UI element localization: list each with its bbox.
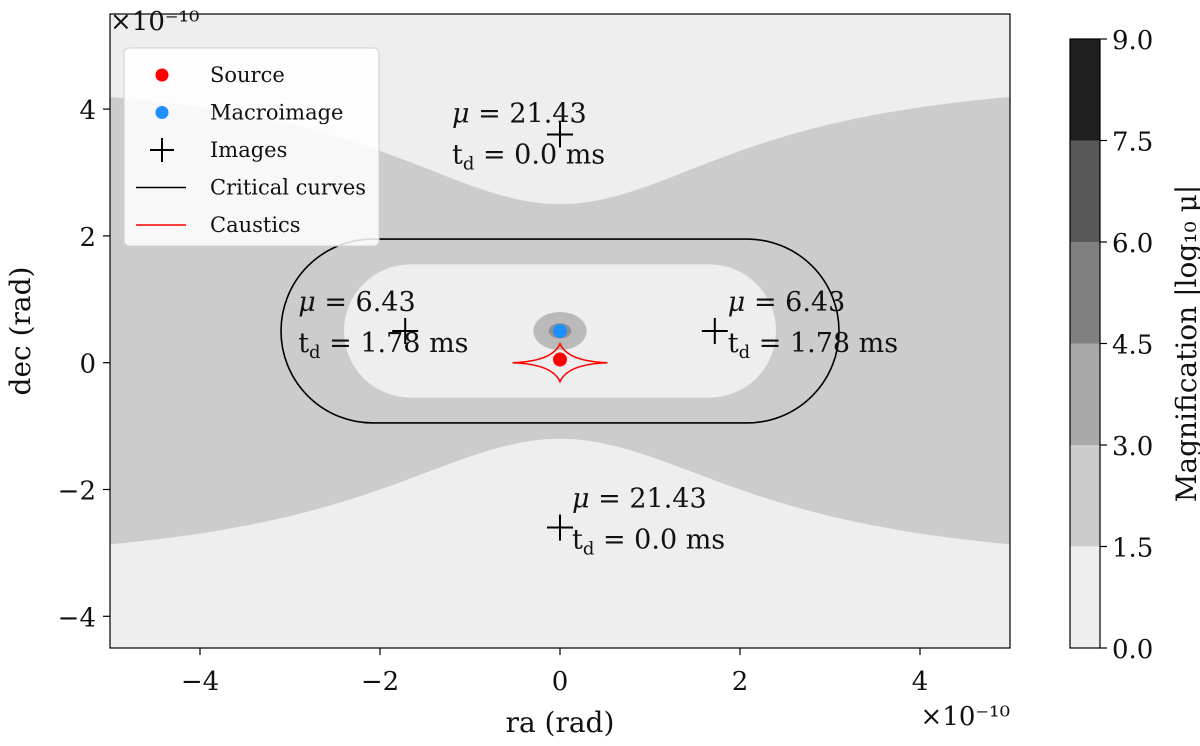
colorbar-tick-label: 0.0 bbox=[1112, 635, 1153, 665]
y-tick-label: 4 bbox=[79, 96, 96, 126]
x-scale-label: ×10⁻¹⁰ bbox=[921, 702, 1010, 732]
y-tick-label: −4 bbox=[58, 603, 96, 633]
colorbar-tick-label: 7.5 bbox=[1112, 128, 1153, 158]
y-scale-label: ×10⁻¹⁰ bbox=[110, 7, 199, 37]
legend-label: Caustics bbox=[210, 213, 301, 237]
image-mu-label: μ = 6.43 bbox=[728, 287, 845, 318]
legend-label: Images bbox=[210, 138, 287, 162]
colorbar-band bbox=[1070, 343, 1100, 445]
colorbar-label: Magnification |log₁₀ μ| bbox=[1170, 185, 1200, 502]
legend-box bbox=[123, 47, 380, 247]
image-td-label: td = 0.0 ms bbox=[572, 525, 725, 560]
x-tick-label: 0 bbox=[552, 667, 569, 697]
colorbar-tick-label: 6.0 bbox=[1112, 229, 1153, 259]
colorbar-tick-label: 9.0 bbox=[1112, 26, 1153, 56]
x-tick-label: −4 bbox=[181, 667, 219, 697]
image-td-label: td = 1.78 ms bbox=[298, 328, 468, 363]
x-tick-label: 2 bbox=[732, 667, 749, 697]
x-axis-label: ra (rad) bbox=[506, 706, 615, 739]
caustic-curve bbox=[512, 341, 608, 384]
colorbar-tick-label: 4.5 bbox=[1112, 331, 1153, 361]
legend-marker bbox=[155, 68, 169, 82]
y-tick-label: −2 bbox=[58, 477, 96, 507]
legend-marker bbox=[155, 106, 169, 119]
colorbar-band bbox=[1070, 242, 1100, 344]
x-tick-label: −2 bbox=[361, 667, 399, 697]
colorbar-band bbox=[1070, 140, 1100, 242]
critical-curve bbox=[280, 238, 840, 424]
colorbar-band bbox=[1070, 546, 1100, 648]
source-point bbox=[553, 352, 567, 367]
colorbar-band bbox=[1070, 445, 1100, 547]
image-mu-label: μ = 6.43 bbox=[298, 287, 415, 318]
plot-area bbox=[110, 14, 1010, 648]
contour-band-level0-bottom bbox=[110, 438, 1010, 648]
y-tick-label: 0 bbox=[79, 350, 96, 380]
image-mu-label: μ = 21.43 bbox=[572, 484, 707, 515]
image-td-label: td = 1.78 ms bbox=[728, 328, 898, 363]
legend-label: Source bbox=[210, 63, 285, 87]
colorbar-tick-label: 1.5 bbox=[1112, 534, 1153, 564]
legend-label: Critical curves bbox=[210, 176, 366, 200]
image-mu-label: μ = 21.43 bbox=[452, 98, 587, 129]
colorbar-tick-label: 3.0 bbox=[1112, 432, 1153, 462]
y-axis-label: dec (rad) bbox=[4, 267, 37, 396]
y-tick-label: 2 bbox=[79, 223, 96, 253]
colorbar-band bbox=[1070, 39, 1100, 141]
legend-label: Macroimage bbox=[210, 101, 344, 125]
macroimage-point bbox=[553, 324, 567, 338]
x-tick-label: 4 bbox=[912, 667, 929, 697]
image-td-label: td = 0.0 ms bbox=[452, 139, 605, 174]
